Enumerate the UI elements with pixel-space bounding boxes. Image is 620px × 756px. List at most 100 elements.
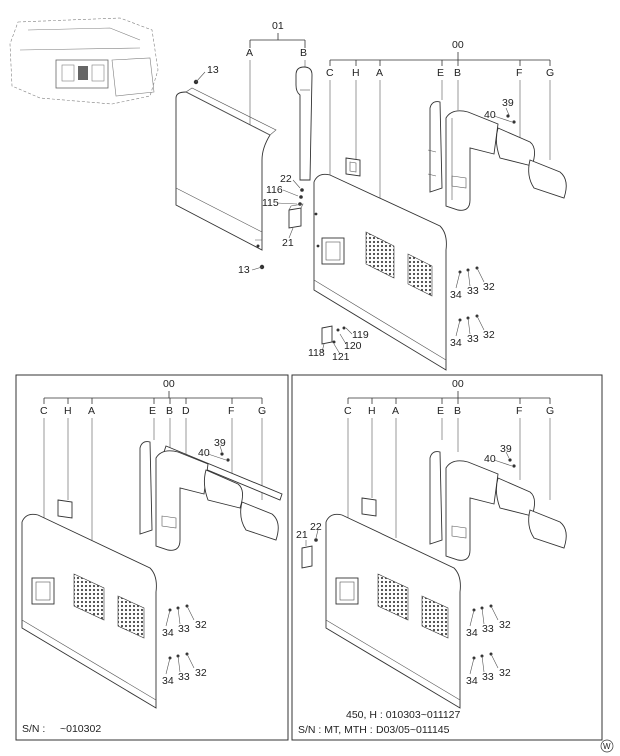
side-panel-top: [313, 173, 447, 371]
bolt-set-2-top: 34 33 32: [450, 314, 495, 349]
svg-text:21: 21: [296, 529, 308, 541]
svg-text:00: 00: [452, 378, 464, 390]
letter-a: A: [246, 47, 253, 59]
svg-text:C: C: [40, 405, 48, 417]
svg-text:34: 34: [162, 627, 174, 639]
svg-text:32: 32: [195, 619, 207, 631]
svg-text:G: G: [258, 405, 266, 417]
hinge-assembly-right: 21 22: [296, 521, 322, 569]
svg-text:450, H : 010303~011127: 450, H : 010303~011127: [346, 709, 460, 721]
svg-text:32: 32: [483, 281, 495, 293]
svg-text:A: A: [376, 67, 383, 79]
svg-text:D: D: [182, 405, 190, 417]
svg-text:40: 40: [198, 447, 210, 459]
bolt-set-2-left: 34 33 32: [162, 652, 207, 687]
svg-text:W: W: [603, 742, 611, 751]
seal-e-top: [427, 101, 443, 193]
bolt-set-1-top: 34 33 32: [450, 266, 495, 301]
svg-text:F: F: [516, 405, 522, 417]
svg-text:116: 116: [266, 184, 283, 196]
side-panel-left: [21, 513, 157, 709]
callout-39-40-top: 39 40: [484, 97, 516, 124]
svg-text:22: 22: [310, 521, 322, 533]
group-00-callout-right: 00 C H A E B F G: [344, 378, 554, 580]
svg-text:34: 34: [466, 627, 478, 639]
group-00-label-top: 00: [452, 39, 464, 51]
svg-text:E: E: [437, 67, 444, 79]
svg-text:22: 22: [280, 173, 292, 185]
bolt-set-1-right: 34 33 32: [466, 604, 511, 639]
svg-text:32: 32: [483, 329, 495, 341]
clip-h-left: [57, 499, 73, 519]
svg-text:E: E: [149, 405, 156, 417]
latch-parts-top: 119 120 118 121: [308, 325, 369, 363]
callout-13-bottom: 13: [238, 264, 265, 276]
svg-text:32: 32: [499, 619, 511, 631]
letter-b: B: [300, 47, 307, 59]
svg-text:H: H: [352, 67, 360, 79]
svg-text:D03/05~011145: D03/05~011145: [376, 724, 450, 736]
svg-text:39: 39: [214, 437, 226, 449]
callout-39-40-left: 39 40: [198, 437, 230, 462]
svg-text:S/N : MT, MTH :: S/N : MT, MTH :: [298, 724, 373, 736]
svg-text:H: H: [368, 405, 376, 417]
svg-text:120: 120: [344, 340, 362, 352]
serial-left: S/N : ~010302: [22, 723, 101, 735]
insulation-g-left: [240, 501, 279, 541]
svg-text:34: 34: [466, 675, 478, 687]
svg-text:115: 115: [262, 197, 279, 209]
svg-text:C: C: [344, 405, 352, 417]
svg-text:34: 34: [162, 675, 174, 687]
hinge-assembly-top: 22 116 115 21: [262, 173, 304, 249]
svg-text:21: 21: [282, 237, 294, 249]
panel-left-frame: [15, 374, 289, 741]
svg-text:34: 34: [450, 289, 462, 301]
svg-text:F: F: [228, 405, 234, 417]
machine-thumbnail: [9, 17, 159, 105]
svg-text:E: E: [437, 405, 444, 417]
group-00-callout-left: 00 C H A E B D F G: [40, 378, 266, 580]
svg-text:34: 34: [450, 337, 462, 349]
svg-text:32: 32: [499, 667, 511, 679]
svg-text:121: 121: [332, 351, 350, 363]
svg-text:A: A: [88, 405, 95, 417]
svg-text:~010302: ~010302: [60, 723, 101, 735]
svg-text:G: G: [546, 67, 554, 79]
watermark-mark: W: [600, 739, 614, 753]
callout-39-40-right: 39 40: [484, 443, 516, 468]
serial-right: 450, H : 010303~011127 S/N : MT, MTH : D…: [298, 709, 460, 736]
svg-text:118: 118: [308, 347, 325, 359]
svg-text:32: 32: [195, 667, 207, 679]
seal-e-right: [429, 451, 443, 545]
svg-text:G: G: [546, 405, 554, 417]
group-01-label: 01: [272, 20, 284, 32]
svg-text:33: 33: [467, 333, 479, 345]
group-00-callout-top: 00 C H A E B F G: [326, 39, 554, 240]
seal-e-left: [139, 441, 153, 535]
svg-text:33: 33: [482, 671, 494, 683]
panel-right-frame: [291, 374, 603, 741]
svg-text:33: 33: [482, 623, 494, 635]
svg-text:B: B: [454, 67, 461, 79]
insulation-g-right: [528, 509, 567, 549]
svg-text:13: 13: [207, 64, 219, 76]
svg-text:13: 13: [238, 264, 250, 276]
insulation-b-right: [445, 460, 499, 561]
insulation-b-top: [445, 110, 499, 211]
bolt-set-2-right: 34 33 32: [466, 652, 511, 687]
svg-text:F: F: [516, 67, 522, 79]
insulation-f-top: [495, 127, 535, 167]
svg-text:39: 39: [500, 443, 512, 455]
svg-text:B: B: [454, 405, 461, 417]
svg-text:40: 40: [484, 109, 496, 121]
insulation-b-left: [155, 450, 209, 551]
svg-text:B: B: [166, 405, 173, 417]
insulation-f-right: [495, 477, 535, 517]
insulation-g-top: [528, 159, 567, 199]
svg-text:33: 33: [467, 285, 479, 297]
svg-text:C: C: [326, 67, 334, 79]
bolt-set-1-left: 34 33 32: [162, 604, 207, 639]
clip-h-top: [345, 157, 361, 177]
stay-bar: [295, 66, 313, 181]
